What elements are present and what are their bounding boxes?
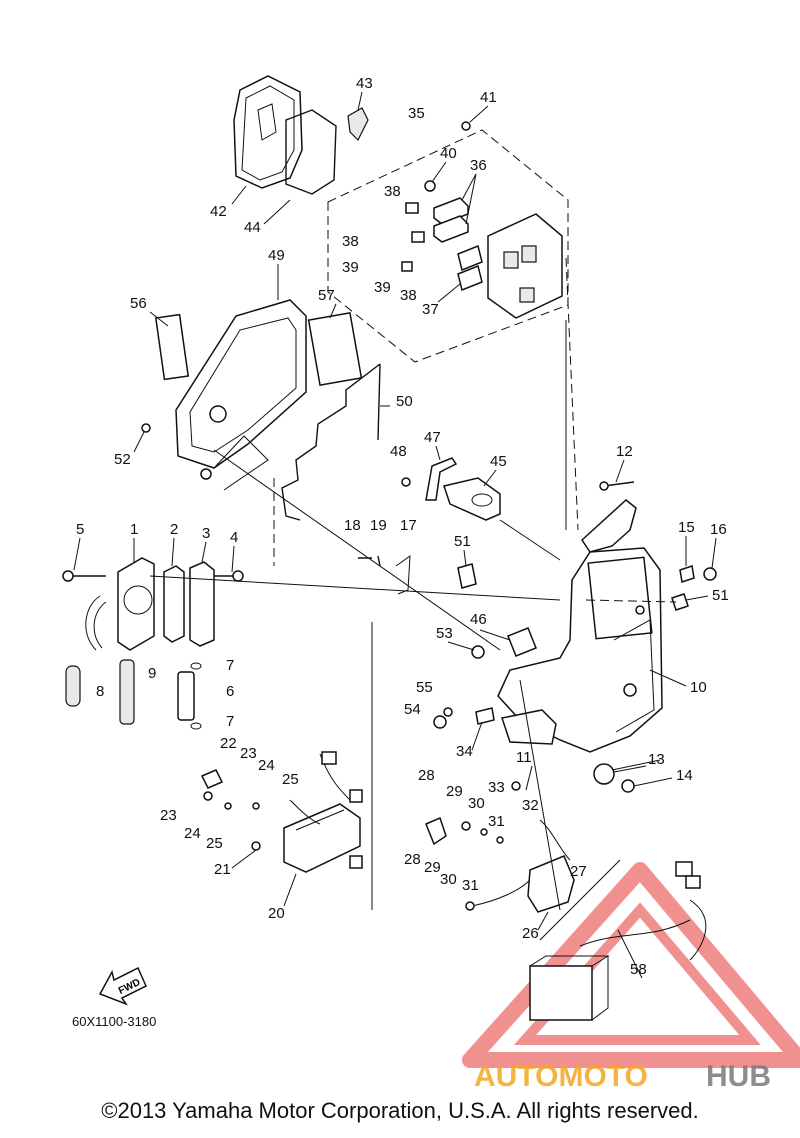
label-16: 16 [710,521,727,538]
label-25b: 25 [206,835,223,852]
label-51b: 51 [712,587,729,604]
label-39b: 39 [374,279,391,296]
label-17: 17 [400,517,417,534]
watermark-text-a: AUTOMOTO [474,1060,648,1093]
label-33: 33 [488,779,505,796]
label-24a: 24 [258,757,275,774]
label-32: 32 [522,797,539,814]
label-20: 20 [268,905,285,922]
label-5: 5 [76,521,84,538]
label-4: 4 [230,529,238,546]
label-36: 36 [470,157,487,174]
label-3: 3 [202,525,210,542]
diagram-code: 60X1100-3180 [72,1014,157,1029]
starter-relay-group [425,781,575,913]
label-53: 53 [436,625,453,642]
label-35: 35 [408,105,425,122]
label-7a: 7 [226,657,234,674]
label-12: 12 [616,443,633,460]
label-55: 55 [416,679,433,696]
label-10: 10 [690,679,707,696]
label-44: 44 [244,219,261,236]
label-24b: 24 [184,825,201,842]
label-23b: 23 [160,807,177,824]
leader-lines [149,257,677,941]
fwd-arrow-icon: FWD [98,966,147,1006]
label-14: 14 [676,767,693,784]
label-22: 22 [220,735,237,752]
cover-assembly [233,75,369,195]
label-31b: 31 [462,877,479,894]
battery-cables [529,861,707,1021]
label-18: 18 [344,517,361,534]
label-45: 45 [490,453,507,470]
label-58: 58 [630,961,647,978]
electrical-box [141,299,363,491]
rectifier-group [65,557,215,730]
rectifier-regulator [200,751,363,873]
label-8: 8 [96,683,104,700]
label-1: 1 [130,521,138,538]
label-34: 34 [456,743,473,760]
label-38a: 38 [384,183,401,200]
watermark-text-b: HUB [706,1060,771,1093]
label-19: 19 [370,517,387,534]
label-30b: 30 [440,871,457,888]
label-15: 15 [678,519,695,536]
bracket-parts [401,457,501,521]
label-25a: 25 [282,771,299,788]
part-labels: 43 41 35 40 36 38 42 44 38 39 49 39 38 5… [76,75,729,978]
watermark-wordmark: AUTOMOTO HUB [474,1060,771,1093]
label-2: 2 [170,521,178,538]
relay-parts [401,121,563,319]
fasteners [62,481,635,595]
label-39a: 39 [342,259,359,276]
label-41: 41 [480,89,497,106]
label-51a: 51 [454,533,471,550]
label-38b: 38 [342,233,359,250]
label-28a: 28 [418,767,435,784]
copyright-notice: ©2013 Yamaha Motor Corporation, U.S.A. A… [101,1098,699,1123]
label-52: 52 [114,451,131,468]
label-37: 37 [422,301,439,318]
label-26: 26 [522,925,539,942]
label-11: 11 [516,749,532,766]
label-56: 56 [130,295,147,312]
label-9: 9 [148,665,156,682]
label-31a: 31 [488,813,505,830]
label-28b: 28 [404,851,421,868]
label-29b: 29 [424,859,441,876]
label-27: 27 [570,863,587,880]
label-13: 13 [648,751,665,768]
label-7b: 7 [226,713,234,730]
label-38c: 38 [400,287,417,304]
label-29a: 29 [446,783,463,800]
label-43: 43 [356,75,373,92]
label-57: 57 [318,287,335,304]
label-47: 47 [424,429,441,446]
main-bracket [433,499,717,793]
label-6: 6 [226,683,234,700]
label-42: 42 [210,203,227,220]
label-50: 50 [396,393,413,410]
label-30a: 30 [468,795,485,812]
wire-harness [281,363,381,521]
label-40: 40 [440,145,457,162]
label-54: 54 [404,701,421,718]
label-23a: 23 [240,745,257,762]
label-49: 49 [268,247,285,264]
label-leaders [73,91,717,979]
label-21: 21 [214,861,231,878]
label-48: 48 [390,443,407,460]
label-46: 46 [470,611,487,628]
